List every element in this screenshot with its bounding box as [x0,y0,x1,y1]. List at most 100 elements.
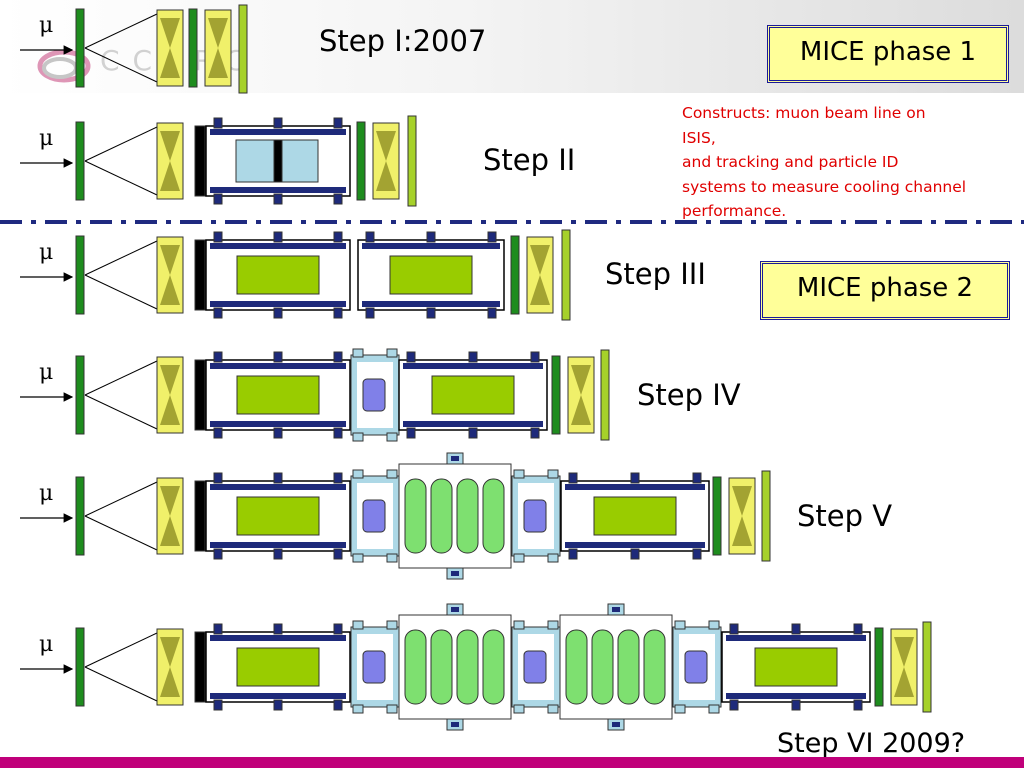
coil-flange [692,472,702,484]
absorber-block [593,496,677,536]
coupler-tab [708,620,720,630]
coil-flange [213,193,223,205]
rf-coupler-cell [523,650,547,684]
calorimeter-bar [600,349,610,441]
tof-counter-bar [75,355,85,435]
mice-phase-2-label: MICE phase 2 [796,273,974,303]
coil-flange [468,351,478,363]
coil-flange [213,351,223,363]
detector-hourglass [732,486,752,546]
constructs-note-line: and tracking and particle ID [682,153,899,171]
detector-hourglass [160,637,180,697]
tof-counter-bar [75,476,85,556]
calorimeter-bar [238,4,248,94]
coupler-tab [547,469,559,479]
mice-phase-2-box: MICE phase 2 [760,261,1010,320]
rf-port-core [451,456,459,461]
absorber-block [754,647,838,687]
coupler-tab [513,553,525,563]
absorber-block [389,255,473,295]
coupler-tab [547,553,559,563]
beam-fan-line [84,126,158,162]
coil-flange [426,231,436,243]
magnet-coil-bar [210,635,346,641]
footer-bar [0,757,1024,768]
coupler-tab [386,620,398,630]
absorber-block [431,375,515,415]
tof-counter-bar [874,627,884,707]
detector-hourglass [160,18,180,78]
magnet-coil-bar [726,635,866,641]
muon-symbol: μ [39,360,53,385]
tof-counter-bar [551,355,561,435]
rf-port-core [451,722,459,727]
coupler-tab [674,620,686,630]
coupler-tab [513,469,525,479]
step-6-label: Step VI 2009? [777,728,966,759]
tof-counter-bar [75,627,85,707]
magnet-coil-bar [210,363,346,369]
coupler-tab [386,553,398,563]
muon-symbol: μ [39,632,53,657]
detector-hourglass [160,245,180,305]
coil-flange [853,699,863,711]
detector-hourglass [376,131,396,191]
coil-flange [213,472,223,484]
coupler-tab [352,553,364,563]
detector-hourglass [894,637,914,697]
magnet-coil-bar [210,129,346,135]
coil-flange [333,623,343,635]
tof-counter-bar [356,121,366,201]
coil-flange [853,623,863,635]
coupler-tab [513,620,525,630]
coupler-tab [352,620,364,630]
coil-flange [273,548,283,560]
coil-flange [273,231,283,243]
magnet-coil-bar [362,243,500,249]
coil-flange [333,307,343,319]
coil-flange [568,548,578,560]
beam-fan-line [84,481,158,517]
coil-flange [630,548,640,560]
rf-coupler-cell [523,499,547,533]
magnet-coil-bar [210,693,346,699]
rf-cavity [591,629,614,705]
rf-cavity [456,629,479,705]
coil-flange [729,623,739,635]
coil-flange [213,117,223,129]
constructs-note: Constructs: muon beam line on ISIS, and … [682,101,1017,224]
calorimeter-bar [561,229,571,321]
coil-flange [365,231,375,243]
rf-coupler-cell [684,650,708,684]
coupler-tab [352,704,364,714]
rf-coupler-cell [362,650,386,684]
step-1-label: Step I:2007 [319,24,487,58]
mice-phase-1-label: MICE phase 1 [799,37,977,67]
coupler-tab [386,704,398,714]
rf-port-core [451,607,459,612]
coil-flange [273,351,283,363]
beam-fan-line [84,13,158,49]
beam-fan-line [84,394,158,430]
absorber-window [194,359,206,431]
coupler-tab [547,620,559,630]
coil-flange [213,231,223,243]
coil-flange [333,472,343,484]
rf-cavity [565,629,588,705]
muon-symbol: μ [39,481,53,506]
tof-counter-bar [75,121,85,201]
rf-cavity [643,629,666,705]
detector-hourglass [208,18,228,78]
magnet-coil-bar [210,542,346,548]
absorber-window [194,480,206,552]
coil-flange [213,699,223,711]
coupler-tab [674,704,686,714]
coil-flange [530,351,540,363]
coil-flange [273,193,283,205]
magnet-coil-bar [565,542,705,548]
rf-coupler-cell [362,499,386,533]
absorber-block [236,255,320,295]
coil-flange [273,623,283,635]
constructs-note-line: Constructs: muon beam line on [682,104,926,122]
detector-hourglass [160,131,180,191]
